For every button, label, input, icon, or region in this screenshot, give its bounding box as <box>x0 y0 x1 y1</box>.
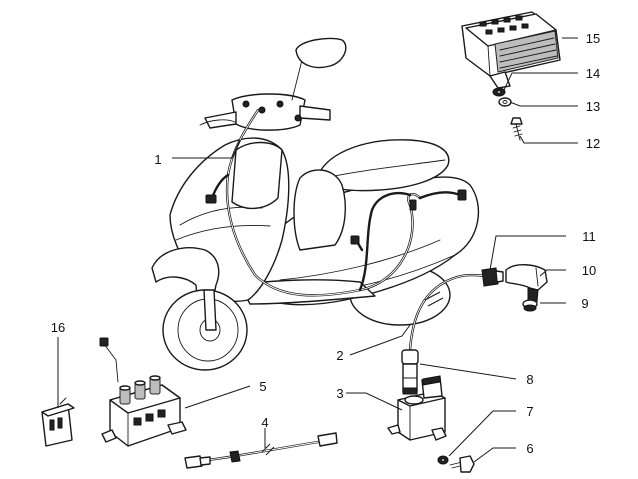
voltage-regulator-icon <box>461 11 561 89</box>
bolt-icon <box>449 455 475 473</box>
callout-14: 14 <box>586 66 600 81</box>
washer-icon <box>492 87 512 107</box>
relay-icon <box>41 397 75 447</box>
callout-11: 11 <box>582 229 596 244</box>
callout-13: 13 <box>586 99 600 114</box>
coil-boot-icon <box>401 349 419 395</box>
callout-4: 4 <box>261 415 268 430</box>
washer-icon <box>437 455 449 465</box>
spark-plug-cap-icon <box>505 264 548 303</box>
callout-2: 2 <box>336 348 343 363</box>
callout-10: 10 <box>582 263 596 278</box>
callout-3: 3 <box>336 386 343 401</box>
cap-seal-icon <box>522 299 538 312</box>
cdi-unit-icon <box>99 337 187 447</box>
callout-6: 6 <box>526 441 533 456</box>
callout-5: 5 <box>259 379 266 394</box>
cable-icon <box>184 432 338 469</box>
callout-15: 15 <box>586 31 600 46</box>
hv-cable-icon <box>408 273 487 352</box>
leader-lines <box>57 37 578 463</box>
screw-icon <box>510 117 523 141</box>
callout-1: 1 <box>154 152 161 167</box>
scooter-icon <box>151 37 480 371</box>
callout-16: 16 <box>51 320 65 335</box>
spark-plug-cap-icon <box>481 267 504 287</box>
callout-7: 7 <box>526 404 533 419</box>
callout-8: 8 <box>526 372 533 387</box>
callout-12: 12 <box>586 136 600 151</box>
callout-9: 9 <box>581 296 588 311</box>
ignition-coil-icon <box>387 375 447 441</box>
